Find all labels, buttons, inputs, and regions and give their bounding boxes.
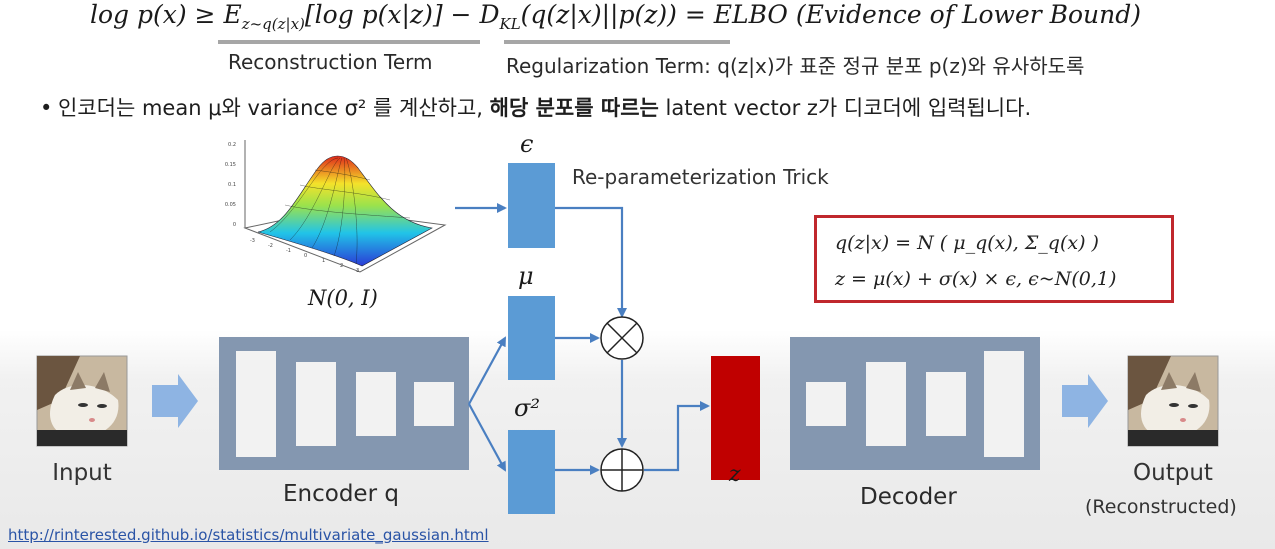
gauss-xtick-2: -1: [286, 248, 291, 254]
gauss-xtick-4: 1: [322, 258, 325, 264]
bullet-part1: 인코더는 mean μ와 variance σ² 를 계산하고,: [58, 96, 490, 120]
mu-block: [508, 296, 555, 380]
eq-kl-subscript: KL: [499, 15, 521, 33]
sigma-block: [508, 430, 555, 514]
output-sub-label: (Reconstructed): [1085, 496, 1237, 518]
output-label: Output: [1133, 460, 1213, 486]
decoder-block: [790, 337, 1040, 470]
eq-rest: (q(z|x)||p(z)) = ELBO (Evidence of Lower…: [520, 0, 1142, 29]
eq-lhs: log p(x) ≥ E: [90, 0, 242, 29]
output-image: [1127, 355, 1219, 447]
reparameterization-label: Re-parameterization Trick: [572, 165, 829, 189]
bullet-dot: •: [40, 96, 53, 120]
reconstruction-underline: [218, 40, 480, 44]
gauss-xtick-5: 2: [340, 263, 343, 269]
gauss-xtick-6: 3: [356, 268, 359, 274]
regularization-term-label: Regularization Term: q(z|x)가 표준 정규 분포 p(…: [506, 54, 1085, 78]
gauss-xtick-1: -2: [268, 243, 273, 249]
gauss-xtick-3: 0: [304, 253, 307, 259]
arrow-encoder-to-mu: [468, 336, 506, 405]
epsilon-block: [508, 163, 555, 248]
input-fat-arrow: [152, 374, 198, 428]
source-link[interactable]: http://rinterested.github.io/statistics/…: [8, 526, 489, 544]
formula-line-1: q(z|x) = N ( μ_q(x), Σ_q(x) ): [835, 232, 1099, 254]
arrow-epsilon-to-multiply: [555, 206, 627, 318]
formula-box: q(z|x) = N ( μ_q(x), Σ_q(x) ) z = μ(x) +…: [814, 215, 1174, 303]
gauss-tick-4: 0: [233, 222, 236, 228]
input-label: Input: [52, 460, 112, 486]
bullet-bold: 해당 분포를 따르는: [489, 96, 659, 120]
encoder-label: Encoder q: [283, 481, 399, 507]
input-image: [36, 355, 128, 447]
gauss-tick-2: 0.1: [228, 182, 236, 188]
arrow-encoder-to-sigma: [468, 403, 506, 472]
bullet-line: •인코더는 mean μ와 variance σ² 를 계산하고, 해당 분포를…: [40, 92, 1031, 122]
output-fat-arrow: [1062, 374, 1108, 428]
mu-label: μ: [518, 262, 534, 290]
gauss-tick-0: 0.2: [228, 142, 236, 148]
arrow-add-to-z: [644, 401, 710, 472]
z-label: z: [729, 462, 741, 487]
gauss-tick-1: 0.15: [225, 162, 236, 168]
multiply-operator: [600, 316, 644, 360]
add-operator: [600, 448, 644, 492]
epsilon-label: ϵ: [520, 130, 534, 158]
eq-subscript: z~q(z|x): [241, 15, 305, 33]
eq-recon: [log p(x|z)] − D: [304, 0, 500, 29]
z-block: [711, 356, 760, 480]
gauss-tick-3: 0.05: [225, 202, 236, 208]
normal-label: N(0, I): [308, 286, 378, 310]
formula-line-2: z = μ(x) + σ(x) × ϵ, ϵ~N(0,1): [835, 268, 1117, 290]
elbo-equation: log p(x) ≥ Ez~q(z|x)[log p(x|z)] − DKL(q…: [90, 0, 1141, 33]
decoder-label: Decoder: [860, 484, 957, 510]
sigma-label: σ²: [514, 394, 541, 422]
gauss-xtick-0: -3: [250, 238, 255, 244]
gaussian-surface: [243, 140, 447, 273]
encoder-block: [219, 337, 469, 470]
reconstruction-term-label: Reconstruction Term: [228, 50, 433, 74]
bullet-part2: latent vector z가 디코더에 입력됩니다.: [658, 96, 1032, 120]
regularization-underline: [504, 40, 730, 44]
